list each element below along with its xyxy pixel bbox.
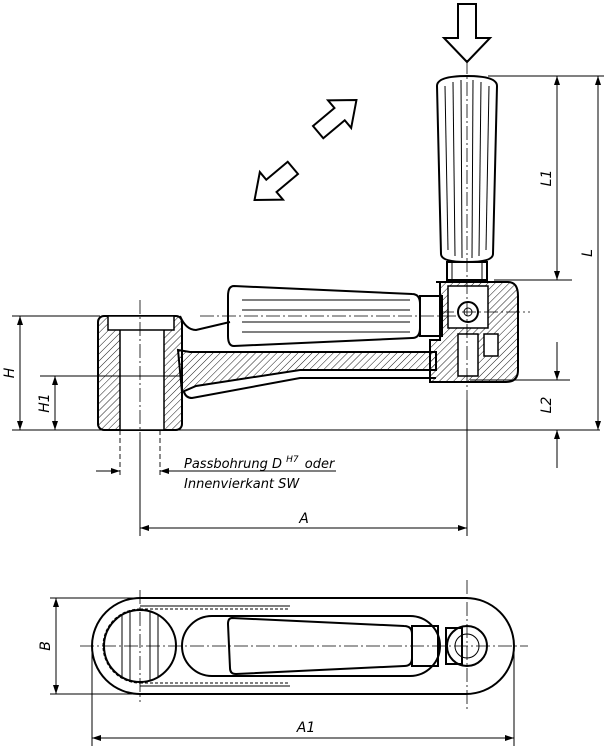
svg-text:Passbohrung D H7: Passbohrung D H7 oder [184,451,336,472]
dim-label-a: A [298,511,309,527]
fold-mechanism-section [429,281,519,383]
dim-label-h1: H1 [37,393,53,412]
dim-label-l2: L2 [539,397,555,414]
top-view-dimensions: B A1 [38,597,515,746]
crank-arm-section [176,315,437,400]
dim-label-a1: A1 [296,720,315,736]
top-view-outline [91,597,515,695]
dim-label-b: B [38,641,54,651]
bore-note-line2: Innenvierkant SW [184,477,300,492]
bore-note-tolerance: H7 [286,455,299,465]
bore-note: Passbohrung D H7 oder Innenvierkant SW [184,451,336,492]
top-view [80,580,528,712]
motion-arrows [253,3,493,202]
horizontal-handle-grip [227,284,443,348]
bore-note-suffix: oder [305,457,336,472]
rotate-down-arrow-icon [253,160,300,202]
dim-label-l1: L1 [539,170,555,187]
bore-note-prefix: Passbohrung D [184,457,282,472]
press-down-arrow-icon [441,3,493,64]
rotate-up-arrow-icon [311,98,358,140]
dim-label-l: L [580,249,596,257]
side-view-dimensions: H H1 L L1 L2 Passbohrung D H7 oder Innen… [2,76,601,536]
dim-label-h: H [2,367,18,378]
side-view [12,60,604,476]
